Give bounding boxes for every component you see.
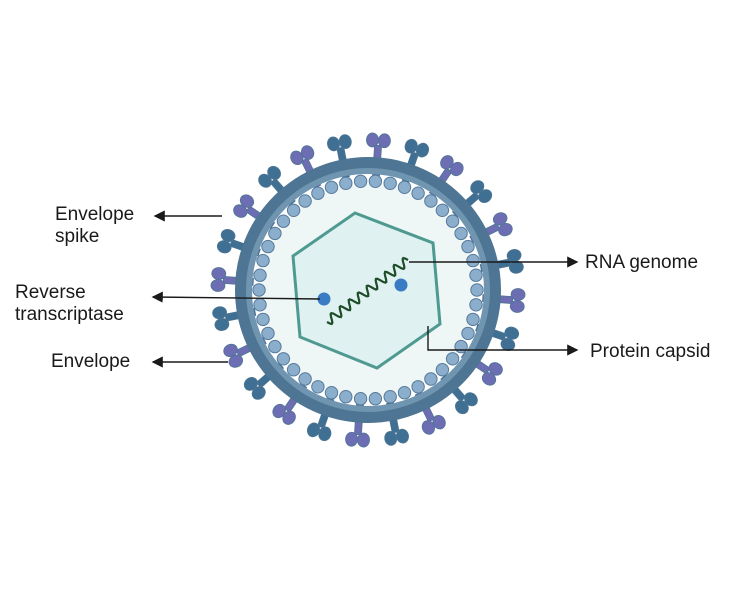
envelope-spike-label-line-2: spike [55, 226, 100, 247]
envelope-spike [223, 336, 267, 368]
label-pointers [151, 210, 579, 368]
matrix-bead [298, 372, 312, 386]
matrix-bead [253, 298, 267, 312]
matrix-bead [397, 386, 412, 400]
rna-genome-label-text: RNA genome [585, 252, 699, 273]
matrix-bead [298, 194, 312, 208]
matrix-bead [324, 180, 339, 195]
matrix-bead [261, 326, 275, 341]
matrix-bead [253, 268, 267, 282]
matrix-bead [268, 226, 282, 241]
envelope-membrane [235, 157, 501, 423]
matrix-bead [368, 174, 383, 189]
matrix-bead [445, 214, 460, 228]
envelope-inner-layer [246, 168, 490, 412]
envelope-spike-label-line-1: Envelope [55, 204, 135, 225]
reverse-transcriptase-label-line-2: transcriptase [15, 304, 124, 325]
matrix-bead [424, 372, 438, 386]
protein-capsid-label: Protein capsid [590, 341, 710, 363]
matrix-bead [435, 363, 450, 377]
matrix-bead [435, 203, 450, 218]
envelope-spike-label: Envelope spike [55, 204, 134, 248]
matrix-bead [383, 390, 397, 404]
matrix-bead [424, 194, 438, 208]
matrix-bead [469, 298, 483, 312]
reverse-transcriptase-enzyme [317, 292, 331, 306]
protein-capsid-pointer [427, 326, 579, 356]
matrix-bead [276, 352, 291, 366]
rna-genome-label: RNA genome [585, 252, 698, 274]
reverse-transcriptase-label-line-1: Reverse [15, 282, 86, 303]
reverse-transcriptase-enzyme [394, 278, 408, 292]
matrix-bead [311, 186, 325, 200]
matrix-bead [466, 253, 480, 268]
protein-capsid-label-text: Protein capsid [590, 341, 711, 362]
matrix-bead [286, 363, 301, 377]
matrix-bead [445, 352, 460, 366]
matrix-bead [339, 390, 353, 404]
matrix-bead [324, 386, 339, 400]
matrix-bead [339, 176, 353, 191]
matrix-bead [397, 180, 412, 195]
matrix-bead [256, 253, 270, 268]
matrix-bead [466, 312, 480, 327]
matrix-bead [454, 226, 468, 241]
matrix-bead [411, 380, 425, 394]
matrix-bead [353, 392, 368, 406]
matrix-bead [252, 283, 266, 297]
matrix-bead [256, 312, 270, 327]
matrix-bead [368, 392, 383, 406]
matrix-bead [461, 326, 475, 341]
matrix-bead [353, 174, 368, 189]
matrix-bead [461, 239, 475, 254]
envelope-label-text: Envelope [51, 351, 131, 372]
matrix-bead [261, 239, 275, 254]
rna-genome-strand [326, 256, 409, 326]
matrix-bead [286, 203, 301, 218]
reverse-transcriptase-pointer [151, 291, 321, 303]
reverse-transcriptase-label: Reverse transcriptase [15, 282, 124, 326]
matrix-bead [276, 214, 291, 228]
matrix-bead [469, 268, 483, 282]
matrix-bead [470, 283, 484, 297]
matrix-bead [454, 339, 468, 354]
matrix-bead [411, 186, 425, 200]
matrix-bead [311, 380, 325, 394]
matrix-bead [268, 339, 282, 354]
matrix-bead [383, 176, 397, 191]
envelope-label: Envelope [51, 351, 130, 373]
